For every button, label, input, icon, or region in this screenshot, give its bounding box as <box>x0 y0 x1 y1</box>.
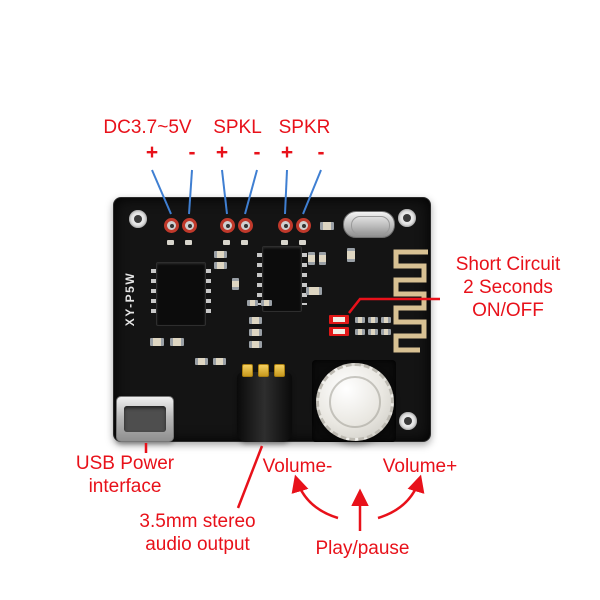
micro-usb-port <box>116 396 174 442</box>
label-spkr: SPKR <box>278 117 331 138</box>
smd-component <box>195 358 208 365</box>
label-short-circuit: Short Circuit 2 Seconds ON/OFF <box>455 254 561 321</box>
silkscreen-mark <box>241 240 248 245</box>
smd-component <box>249 317 262 324</box>
silkscreen-mark <box>167 240 174 245</box>
smd-component <box>320 222 334 230</box>
solder-pad-spkr-plus <box>278 218 293 233</box>
spkr-minus-sign: - <box>317 141 325 164</box>
label-dc-power: DC3.7~5V <box>103 117 192 138</box>
smd-component <box>308 252 315 265</box>
label-play-pause: Play/pause <box>315 538 410 559</box>
smd-component <box>381 317 391 323</box>
label-audio-output: 3.5mm stereo audio output <box>139 511 256 555</box>
smd-component <box>214 251 227 258</box>
smd-component <box>249 341 262 348</box>
rotate-cw-arrow-icon <box>377 474 425 520</box>
audio-jack-3-5mm <box>237 372 292 442</box>
label-usb-power: USB Power interface <box>75 453 175 497</box>
jack-pin <box>258 364 269 377</box>
dc-minus-sign: - <box>188 141 196 164</box>
board-silkscreen-text: XY-P5W <box>123 271 137 327</box>
smd-component <box>249 329 262 336</box>
smd-component <box>347 248 355 262</box>
crystal-oscillator <box>343 211 395 238</box>
mounting-hole <box>399 412 417 430</box>
mounting-hole <box>129 210 147 228</box>
solder-pad-spkl-minus <box>238 218 253 233</box>
smd-component <box>368 317 378 323</box>
smd-component <box>214 262 227 269</box>
spkr-plus-sign: + <box>280 141 294 164</box>
smd-component <box>247 300 258 306</box>
solder-pad-dc-minus <box>182 218 197 233</box>
smd-component <box>213 358 226 365</box>
spkl-plus-sign: + <box>215 141 229 164</box>
smd-component <box>261 300 272 306</box>
smd-component <box>368 329 378 335</box>
smd-component <box>381 329 391 335</box>
solder-pad-spkr-minus <box>296 218 311 233</box>
solder-pad-spkl-plus <box>220 218 235 233</box>
smd-component <box>232 278 239 290</box>
label-volume-minus: Volume- <box>262 456 333 477</box>
smd-component <box>355 317 365 323</box>
volume-knob <box>316 363 394 441</box>
spkl-minus-sign: - <box>253 141 261 164</box>
solder-pad-dc-plus <box>164 218 179 233</box>
short-circuit-pad <box>329 315 349 324</box>
smd-component <box>355 329 365 335</box>
mounting-hole <box>398 209 416 227</box>
rotate-ccw-arrow-icon <box>291 474 339 520</box>
smd-component <box>306 287 322 295</box>
jack-pin <box>242 364 253 377</box>
ic-chip <box>151 262 211 326</box>
silkscreen-mark <box>223 240 230 245</box>
jack-pin <box>274 364 285 377</box>
smd-component <box>170 338 184 346</box>
dc-plus-sign: + <box>145 141 159 164</box>
smd-component <box>319 252 326 265</box>
label-spkl: SPKL <box>213 117 262 138</box>
silkscreen-mark <box>185 240 192 245</box>
short-circuit-pad <box>329 327 349 336</box>
label-volume-plus: Volume+ <box>382 456 458 477</box>
silkscreen-mark <box>281 240 288 245</box>
smd-component <box>150 338 164 346</box>
silkscreen-mark <box>299 240 306 245</box>
